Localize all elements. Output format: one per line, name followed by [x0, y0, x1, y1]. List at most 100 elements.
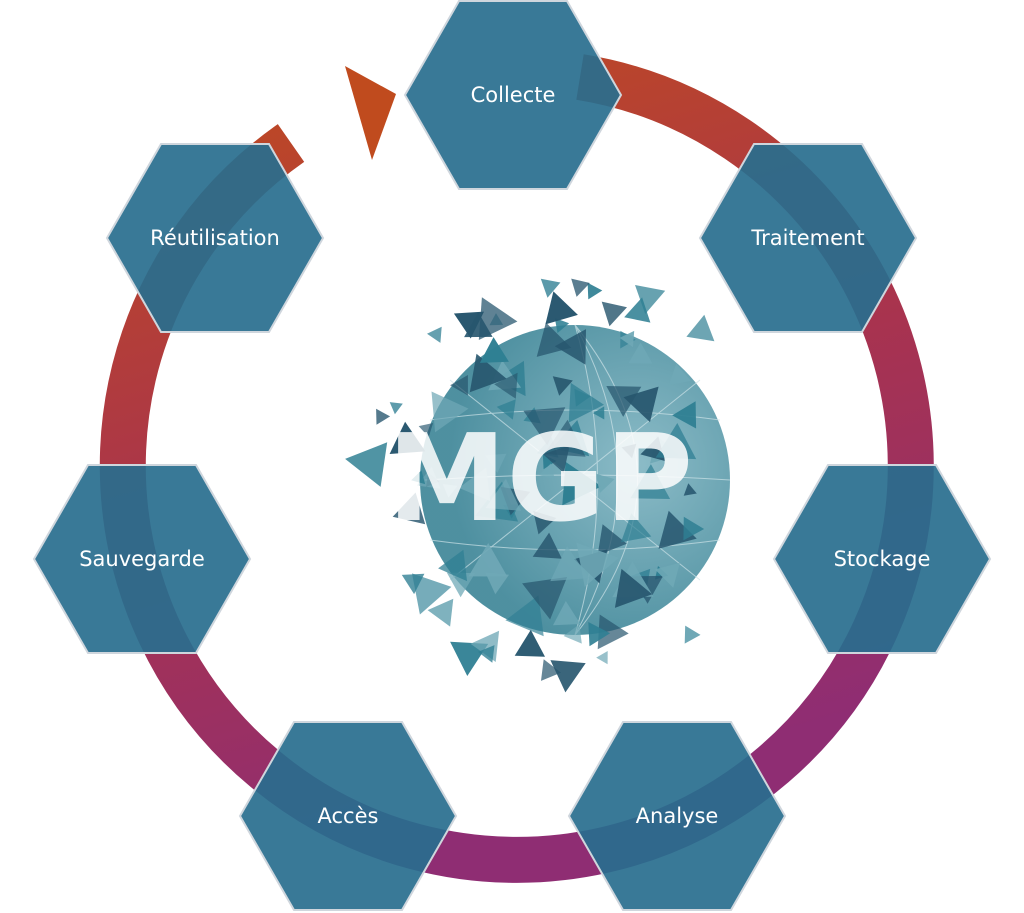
logo-shard [596, 651, 608, 665]
step-collecte-label: Collecte [471, 83, 556, 107]
logo-shard [672, 401, 697, 429]
logo-shard [619, 330, 635, 348]
logo-shard [389, 402, 403, 415]
logo-shard [496, 399, 516, 420]
logo-shard [597, 614, 629, 650]
logo-shard [562, 461, 602, 506]
step-stockage-label: Stockage [834, 547, 931, 571]
step-analyse: Analyse [567, 721, 787, 911]
step-acces: Accès [238, 721, 458, 911]
logo-shard [553, 601, 581, 626]
logo-shard [544, 419, 586, 457]
step-sauvegarde-hexagon [32, 464, 252, 654]
logo-shard [606, 386, 642, 417]
logo-shard [453, 311, 484, 339]
logo-shard [668, 363, 691, 386]
step-stockage: Stockage [772, 464, 992, 654]
logo-shard [588, 622, 611, 647]
step-analyse-label: Analyse [636, 804, 719, 828]
step-traitement-label: Traitement [750, 226, 864, 250]
logo-shard [601, 301, 627, 327]
logo-shard [392, 492, 426, 525]
step-reutilisation: Réutilisation [105, 143, 325, 333]
step-traitement-hexagon [698, 143, 918, 333]
logo-shard [485, 572, 509, 595]
logo-shard [541, 659, 561, 681]
logo-shard [479, 337, 509, 363]
logo-shard [539, 463, 555, 480]
logo-shard [411, 470, 426, 485]
logo-shard [683, 483, 697, 496]
logo-shard [438, 549, 467, 582]
logo-wordmark: MGP [387, 410, 693, 549]
logo-shard [505, 595, 544, 637]
logo-shard [684, 625, 701, 644]
logo-shard [552, 376, 573, 396]
logo-shard [550, 546, 590, 582]
logo-shard [630, 464, 671, 499]
step-acces-label: Accès [318, 804, 379, 828]
logo-shard [523, 407, 566, 446]
logo-shards [345, 278, 715, 693]
logo-shard [621, 513, 652, 543]
step-reutilisation-label: Réutilisation [150, 226, 280, 250]
logo-shard [563, 624, 582, 644]
logo-shard [554, 318, 570, 333]
logo-shard [536, 322, 572, 357]
logo-shard [533, 510, 557, 535]
logo-shard [469, 353, 507, 393]
logo-shard [427, 598, 454, 627]
logo-shard [442, 484, 458, 498]
step-reutilisation-hexagon [105, 143, 325, 333]
logo-shard [550, 660, 586, 693]
center-logo: MGP [345, 278, 731, 693]
step-acces-hexagon [238, 721, 458, 911]
logo-shard [592, 406, 605, 420]
logo-shard [623, 386, 659, 423]
logo-shard [628, 342, 653, 364]
logo-shard [545, 291, 578, 325]
logo-shard [522, 577, 568, 620]
logo-shard [468, 543, 508, 577]
logo-shard [458, 467, 491, 502]
step-collecte-hexagon [403, 0, 623, 190]
logo-shard [477, 645, 495, 663]
logo-shard [418, 423, 434, 438]
step-sauvegarde: Sauvegarde [32, 464, 252, 654]
logo-shard [571, 278, 590, 297]
logo-shard [450, 375, 468, 396]
logo-shard [345, 442, 388, 487]
logo-shard [427, 326, 442, 343]
logo-shard [431, 391, 469, 433]
logo-shard [514, 629, 545, 657]
logo-shard [597, 524, 627, 556]
logo-shard [532, 532, 562, 559]
logo-shard [446, 572, 476, 598]
logo-shard [376, 408, 391, 425]
step-analyse-hexagon [567, 721, 787, 911]
logo-shard [450, 641, 489, 676]
logo-shard [568, 382, 604, 423]
cycle-arrow-head [345, 66, 396, 160]
logo-shard [485, 453, 507, 473]
step-traitement: Traitement [698, 143, 918, 333]
logo-shard [624, 297, 651, 323]
logo-shard [478, 297, 518, 340]
logo-shard [655, 423, 697, 460]
step-stockage-hexagon [772, 464, 992, 654]
logo-shard [658, 510, 697, 549]
logo-shard [412, 573, 452, 615]
logo-shard [621, 443, 637, 459]
logo-shard [542, 454, 557, 470]
logo-shard [655, 562, 680, 588]
logo-shard [389, 421, 426, 454]
logo-shard [494, 372, 518, 399]
logo-shard [635, 285, 666, 314]
logo-shard [686, 314, 715, 342]
step-sauvegarde-label: Sauvegarde [79, 547, 205, 571]
logo-shard [587, 282, 603, 300]
logo-shard [614, 568, 653, 608]
step-collecte: Collecte [403, 0, 623, 190]
logo-shard [683, 516, 705, 541]
